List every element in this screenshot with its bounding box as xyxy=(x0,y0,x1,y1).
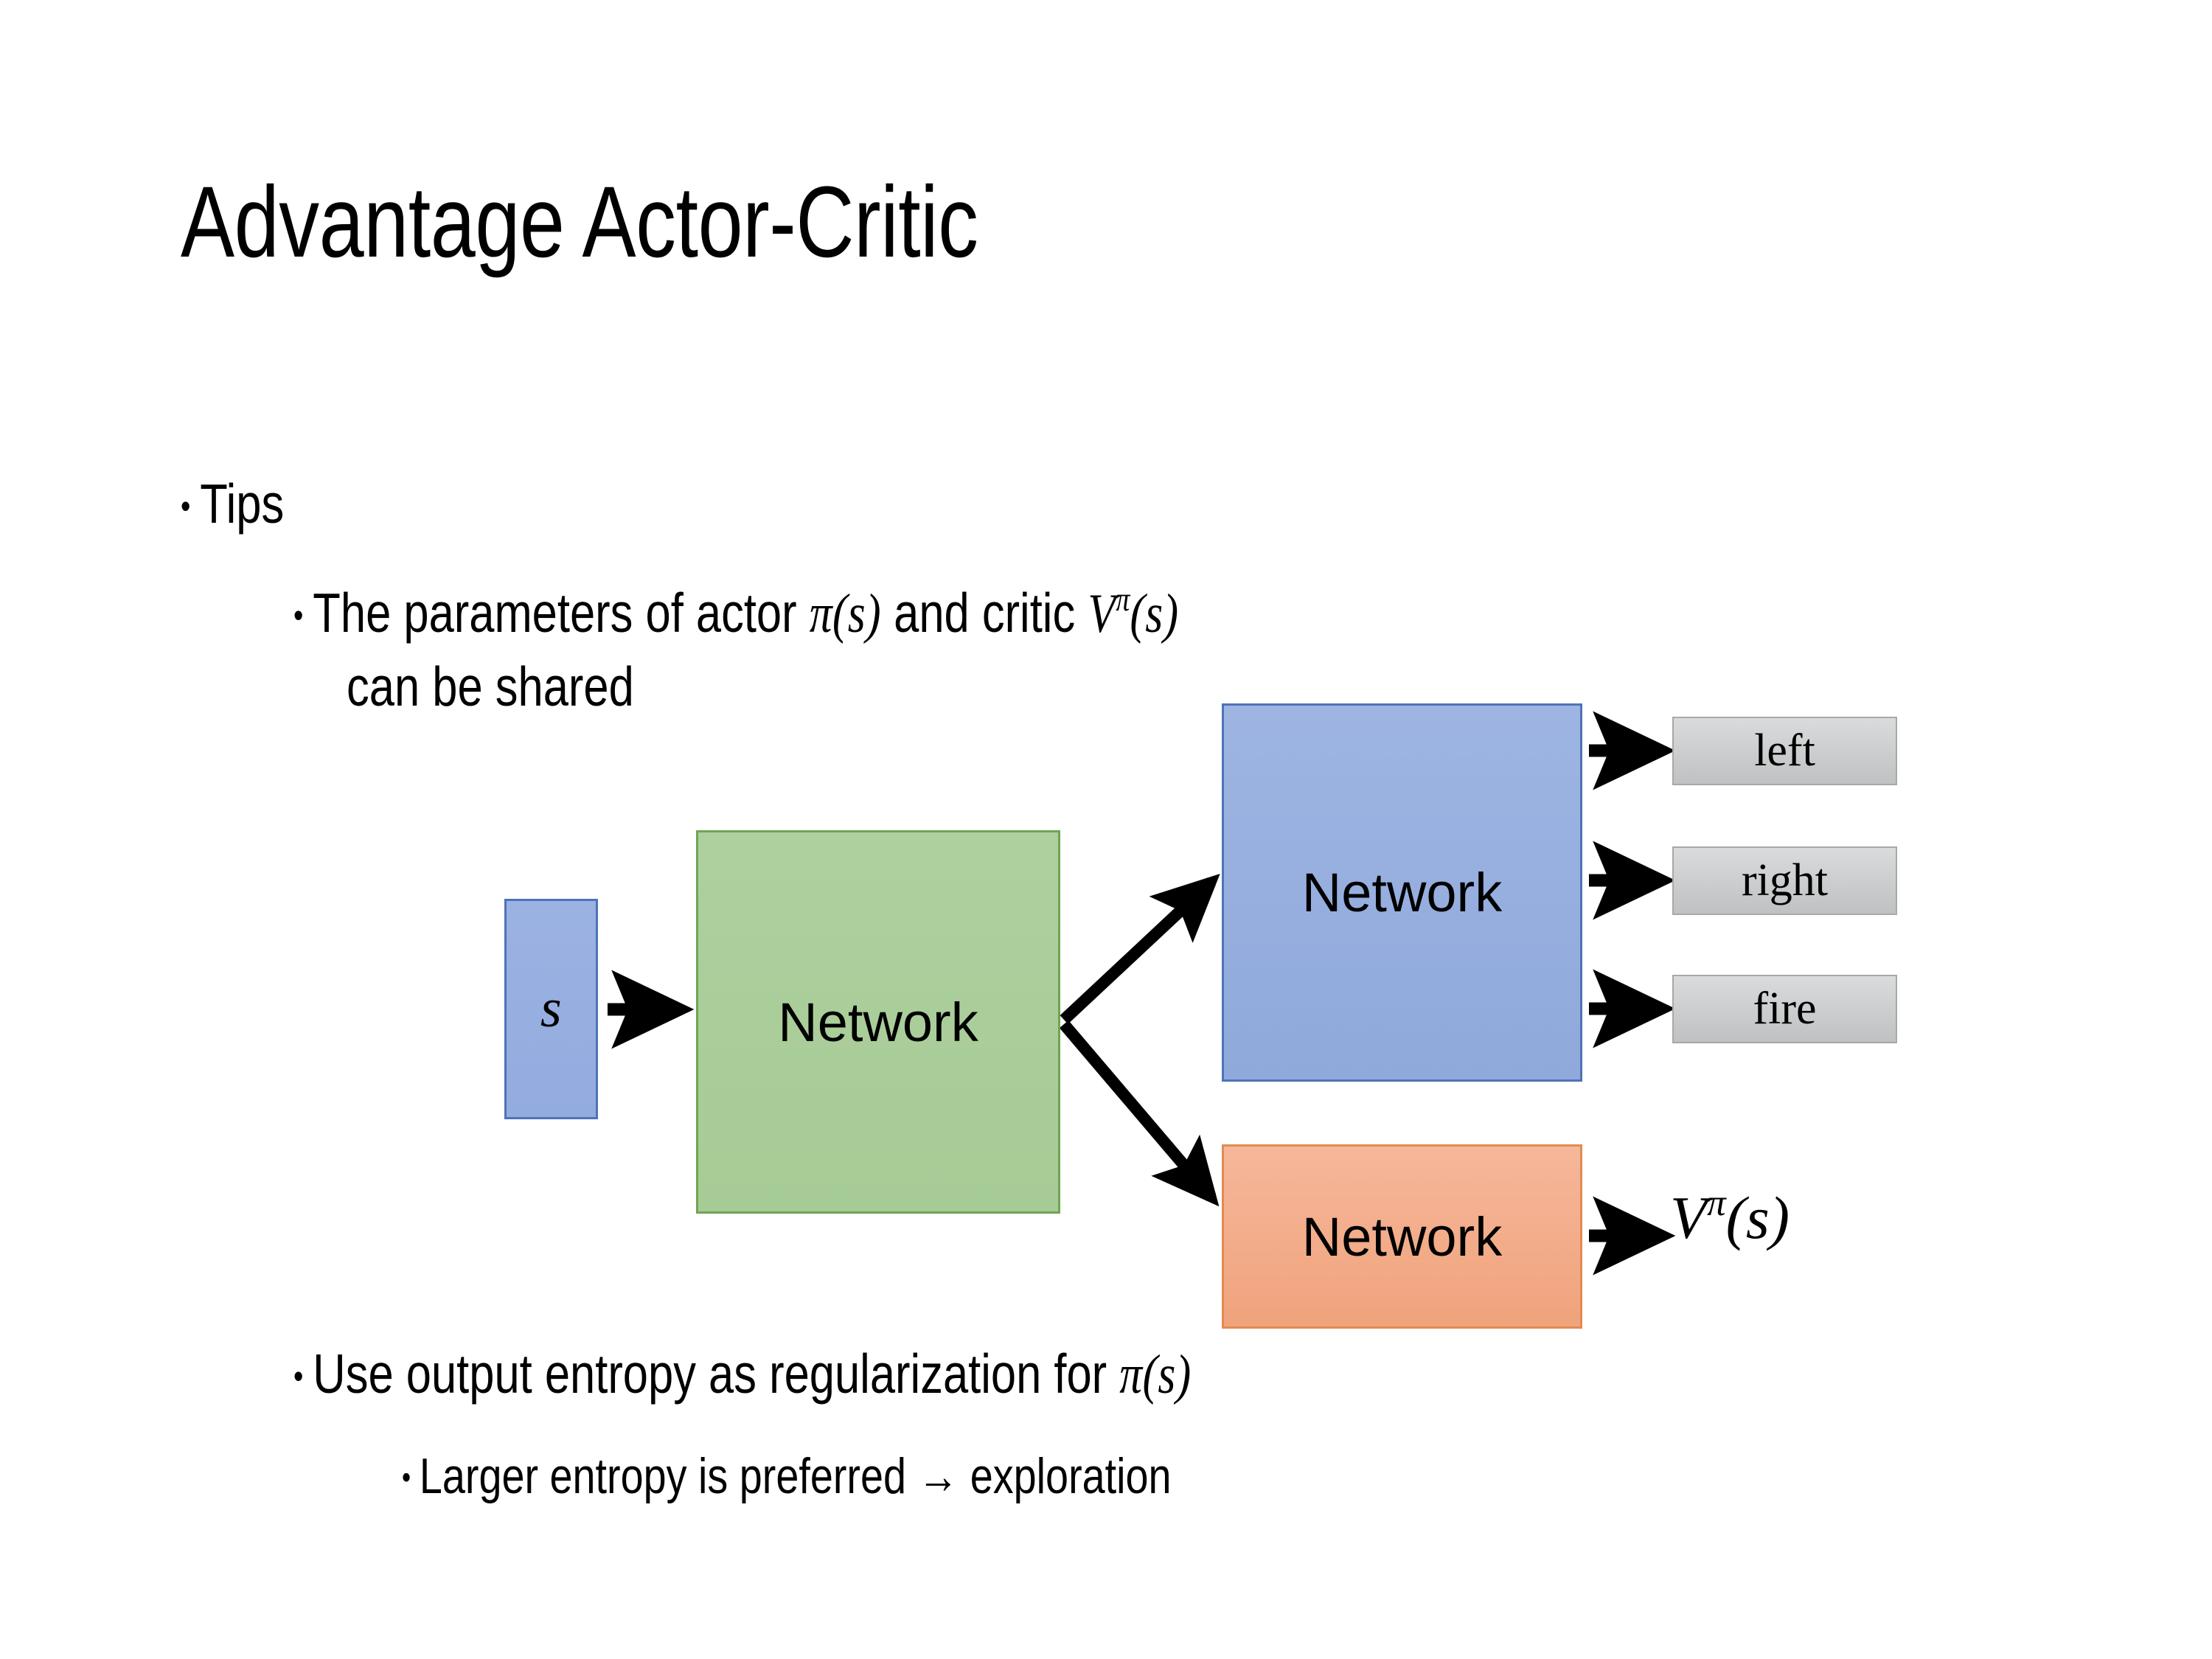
state-symbol-label: s xyxy=(540,978,563,1039)
critic-network-label: Network xyxy=(1301,1206,1503,1267)
bullet-marker-icon: • xyxy=(402,1460,411,1495)
bullet-larger-entropy-label: Larger entropy is preferred → exploratio… xyxy=(419,1448,1172,1504)
action-label-left: left xyxy=(1754,726,1815,776)
bullet-marker-icon: • xyxy=(293,595,304,634)
action-box-fire[interactable]: fire xyxy=(1672,975,1897,1043)
policy-symbol-entropy: π(s) xyxy=(1119,1344,1192,1405)
action-label-right: right xyxy=(1741,855,1829,905)
action-box-right[interactable]: right xyxy=(1672,846,1897,915)
action-label-fire: fire xyxy=(1753,984,1817,1034)
value-symbol-base: V xyxy=(1088,583,1116,644)
critic-network-box[interactable]: Network xyxy=(1222,1144,1582,1329)
params-prefix-label: The parameters of actor xyxy=(313,582,810,644)
shared-network-label: Network xyxy=(778,991,978,1053)
value-output-base: V xyxy=(1670,1184,1708,1251)
params-middle-label: and critic xyxy=(881,582,1088,644)
action-box-left[interactable]: left xyxy=(1672,717,1897,785)
value-symbol-superscript: π xyxy=(1116,581,1130,619)
bullet-params-shared-line2: can be shared xyxy=(347,655,634,718)
bullet-tips: • Tips xyxy=(181,472,284,535)
policy-symbol-inline: π(s) xyxy=(809,583,882,644)
params-shared-continuation-label: can be shared xyxy=(347,655,634,717)
arrow-shared-to-critic xyxy=(1059,1020,1220,1207)
value-symbol-argument: (s) xyxy=(1130,583,1179,644)
bullet-marker-icon: • xyxy=(293,1356,304,1395)
value-output-label: Vπ(s) xyxy=(1670,1183,1790,1253)
shared-network-box[interactable]: Network xyxy=(696,830,1060,1214)
bullet-larger-entropy: • Larger entropy is preferred → explorat… xyxy=(402,1447,1172,1505)
bullet-entropy-regularization: • Use output entropy as regularization f… xyxy=(293,1342,1192,1407)
bullet-marker-icon: • xyxy=(181,486,191,525)
actor-network-box[interactable]: Network xyxy=(1222,703,1582,1082)
arrow-shared-to-actor xyxy=(1060,874,1220,1024)
bullet-entropy-text: Use output entropy as regularization for… xyxy=(313,1342,1191,1407)
entropy-prefix-label: Use output entropy as regularization for xyxy=(313,1343,1120,1405)
actor-network-label: Network xyxy=(1301,862,1503,923)
value-output-argument: (s) xyxy=(1725,1184,1790,1251)
page-title: Advantage Actor-Critic xyxy=(181,166,978,279)
value-output-superscript: π xyxy=(1707,1181,1726,1223)
bullet-params-shared-text: The parameters of actor π(s) and critic … xyxy=(313,581,1178,646)
bullet-tips-label: Tips xyxy=(200,473,285,535)
state-input-box[interactable]: s xyxy=(504,899,598,1119)
bullet-params-shared-line1: • The parameters of actor π(s) and criti… xyxy=(293,581,1179,646)
